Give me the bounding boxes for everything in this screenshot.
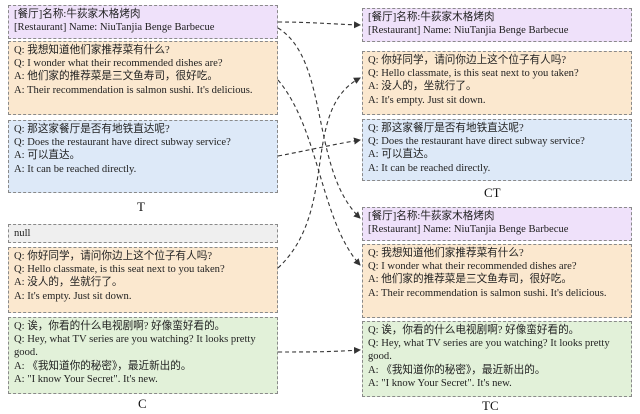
ct-subway-a-zh: A: 可以直达。: [368, 149, 435, 161]
c-tv-q-en: Q: Hey, what TV series are you watching?…: [14, 334, 256, 359]
tc-dishes-box: Q: 我想知道他们家推荐菜有什么? Q: I wonder what their…: [362, 244, 632, 318]
tc-caption: TC: [482, 398, 499, 413]
c-seat-q-zh: Q: 你好同学，请问你边上这个位子有人吗?: [14, 251, 213, 262]
c-null-text: null: [14, 228, 31, 239]
ct-restaurant-box: [餐厅]名称:牛荻家木格烤肉 [Restaurant] Name: NiuTan…: [362, 8, 632, 42]
tc-dishes-q-zh: Q: 我想知道他们家推荐菜有什么?: [368, 248, 524, 259]
ct-subway-q-en: Q: Does the restaurant have direct subwa…: [368, 136, 585, 148]
c-null-box: null: [8, 224, 278, 243]
tc-restaurant-en: [Restaurant] Name: NiuTanjia Benge Barbe…: [368, 224, 569, 236]
t-restaurant-en: [Restaurant] Name: NiuTanjia Benge Barbe…: [14, 22, 215, 34]
t-dishes-q-en: Q: I wonder what their recommended dishe…: [14, 58, 223, 70]
t-subway-q-en: Q: Does the restaurant have direct subwa…: [14, 137, 231, 149]
arrow-t-restaurant-to-tc: [277, 27, 361, 219]
c-caption: C: [138, 396, 147, 411]
tc-tv-q-zh: Q: 诶，你看的什么电视剧啊? 好像蛮好看的。: [368, 325, 580, 336]
t-restaurant-zh: [餐厅]名称:牛荻家木格烤肉: [14, 9, 141, 20]
ct-subway-a-en: A: It can be reached directly.: [368, 162, 491, 174]
t-subway-a-zh: A: 可以直达。: [14, 150, 81, 162]
tc-restaurant-zh: [餐厅]名称:牛荻家木格烤肉: [368, 211, 495, 222]
c-tv-q-zh: Q: 诶，你看的什么电视剧啊? 好像蛮好看的。: [14, 321, 226, 332]
ct-seat-box: Q: 你好同学，请问你边上这个位子有人吗? Q: Hello classmate…: [362, 51, 632, 115]
ct-subway-q-zh: Q: 那这家餐厅是否有地铁直达呢?: [368, 123, 524, 134]
tc-dishes-q-en: Q: I wonder what their recommended dishe…: [368, 261, 577, 273]
t-caption: T: [137, 199, 145, 214]
tc-tv-a-en: A: "I know Your Secret". It's new.: [368, 377, 512, 389]
t-subway-box: Q: 那这家餐厅是否有地铁直达呢? Q: Does the restaurant…: [8, 120, 278, 193]
ct-seat-q-zh: Q: 你好同学，请问你边上这个位子有人吗?: [368, 55, 567, 66]
t-subway-q-zh: Q: 那这家餐厅是否有地铁直达呢?: [14, 124, 170, 135]
ct-restaurant-en: [Restaurant] Name: NiuTanjia Benge Barbe…: [368, 25, 569, 37]
c-seat-q-en: Q: Hello classmate, is this seat next to…: [14, 264, 225, 276]
tc-restaurant-box: [餐厅]名称:牛荻家木格烤肉 [Restaurant] Name: NiuTan…: [362, 207, 632, 241]
t-dishes-a-en: A: Their recommendation is salmon sushi.…: [14, 84, 253, 96]
c-seat-a-en: A: It's empty. Just sit down.: [14, 290, 132, 302]
ct-seat-a-zh: A: 没人的，坐就行了。: [368, 81, 477, 93]
t-dishes-a-zh: A: 他们家的推荐菜是三文鱼寿司，很好吃。: [14, 71, 218, 83]
ct-seat-a-en: A: It's empty. Just sit down.: [368, 94, 486, 106]
c-seat-box: Q: 你好同学，请问你边上这个位子有人吗? Q: Hello classmate…: [8, 247, 278, 313]
t-restaurant-box: [餐厅]名称:牛荻家木格烤肉 [Restaurant] Name: NiuTan…: [8, 5, 278, 39]
t-dishes-q-zh: Q: 我想知道他们家推荐菜有什么?: [14, 45, 170, 56]
ct-caption: CT: [484, 185, 501, 200]
c-tv-box: Q: 诶，你看的什么电视剧啊? 好像蛮好看的。 Q: Hey, what TV …: [8, 317, 278, 394]
ct-subway-box: Q: 那这家餐厅是否有地铁直达呢? Q: Does the restaurant…: [362, 119, 632, 181]
arrow-c-tv-to-tc: [277, 346, 361, 354]
ct-restaurant-zh: [餐厅]名称:牛荻家木格烤肉: [368, 12, 495, 23]
tc-tv-a-zh: A: 《我知道你的秘密》，最近新出的。: [368, 364, 546, 376]
c-tv-a-zh: A: 《我知道你的秘密》，最近新出的。: [14, 360, 192, 372]
tc-tv-q-en: Q: Hey, what TV series are you watching?…: [368, 338, 610, 363]
arrow-t-subway-to-ct: [277, 137, 361, 157]
t-subway-a-en: A: It can be reached directly.: [14, 163, 137, 175]
c-seat-a-zh: A: 没人的，坐就行了。: [14, 277, 123, 289]
arrow-t-dishes-to-tc: [277, 79, 361, 266]
c-tv-a-en: A: "I know Your Secret". It's new.: [14, 373, 158, 385]
arrow-t-restaurant-to-ct: [277, 21, 361, 29]
tc-tv-box: Q: 诶，你看的什么电视剧啊? 好像蛮好看的。 Q: Hey, what TV …: [362, 321, 632, 397]
arrow-c-seat-to-ct: [277, 77, 361, 269]
t-dishes-box: Q: 我想知道他们家推荐菜有什么? Q: I wonder what their…: [8, 41, 278, 115]
tc-dishes-a-zh: A: 他们家的推荐菜是三文鱼寿司，很好吃。: [368, 274, 572, 286]
tc-dishes-a-en: A: Their recommendation is salmon sushi.…: [368, 287, 607, 299]
ct-seat-q-en: Q: Hello classmate, is this seat next to…: [368, 68, 579, 80]
